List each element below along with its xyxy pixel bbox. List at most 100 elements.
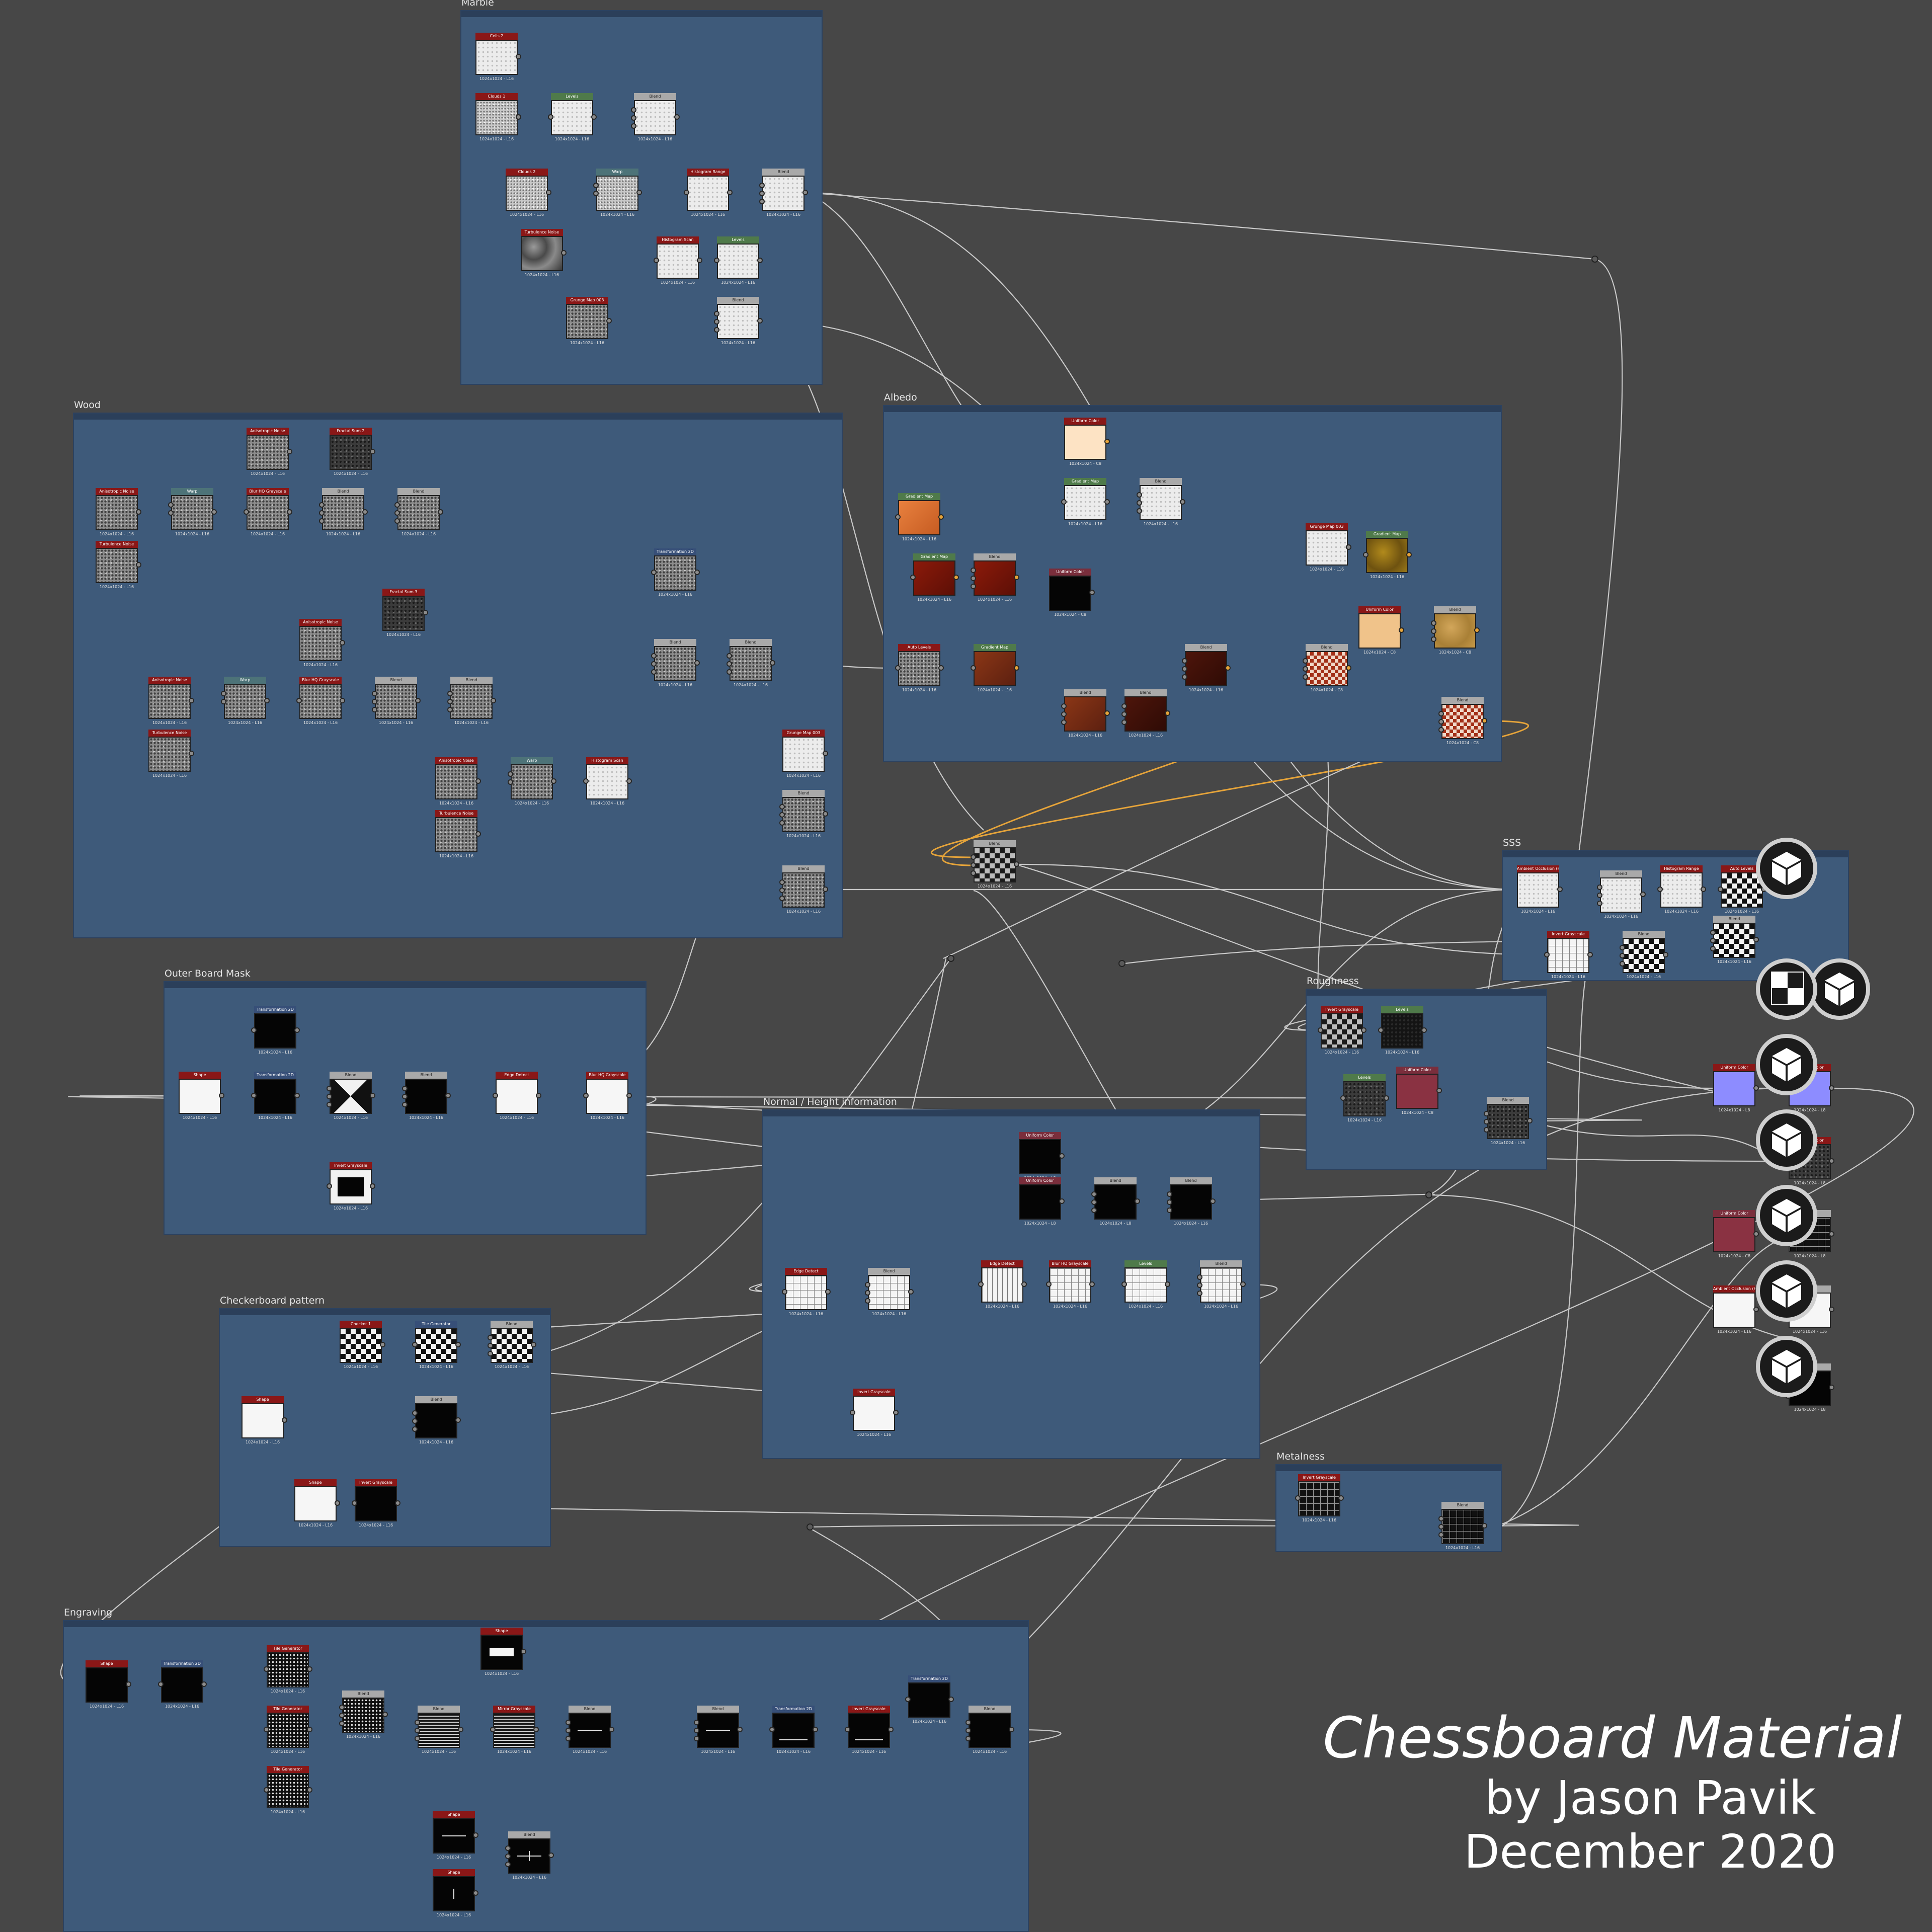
input-port[interactable]: [905, 1697, 911, 1702]
input-port[interactable]: [1438, 1524, 1444, 1530]
input-port[interactable]: [684, 190, 689, 195]
output-port[interactable]: [126, 1681, 131, 1687]
connection-wire[interactable]: [540, 958, 951, 1354]
output-port[interactable]: [455, 1342, 461, 1347]
input-port[interactable]: [412, 1342, 418, 1347]
input-port[interactable]: [412, 1410, 418, 1416]
frame-header-bar[interactable]: [220, 1309, 550, 1315]
output-port[interactable]: [938, 665, 944, 671]
input-port[interactable]: [251, 1027, 257, 1033]
input-port[interactable]: [415, 1736, 420, 1741]
frame-header-bar[interactable]: [1276, 1465, 1501, 1471]
input-port[interactable]: [1431, 628, 1436, 634]
output-port[interactable]: [340, 698, 345, 703]
input-port[interactable]: [1182, 674, 1187, 680]
output-port[interactable]: [415, 698, 421, 703]
output-port[interactable]: [757, 258, 763, 263]
input-port[interactable]: [221, 699, 226, 704]
output-port[interactable]: [591, 114, 597, 120]
output-port[interactable]: [1829, 1307, 1834, 1312]
input-port[interactable]: [971, 568, 976, 573]
output-port[interactable]: [757, 318, 763, 324]
output-port[interactable]: [1346, 665, 1351, 671]
output-port[interactable]: [802, 190, 808, 195]
input-port[interactable]: [1620, 953, 1625, 958]
output-port[interactable]: [1384, 1095, 1389, 1101]
input-port[interactable]: [372, 707, 377, 712]
output-port[interactable]: [606, 318, 612, 324]
output-port[interactable]: [1135, 1198, 1140, 1204]
input-port[interactable]: [490, 1727, 496, 1732]
output-port[interactable]: [737, 1727, 743, 1732]
input-port[interactable]: [782, 1289, 787, 1295]
output-badge[interactable]: [1809, 958, 1870, 1020]
output-port[interactable]: [1753, 1307, 1759, 1312]
frame-header-bar[interactable]: [884, 406, 1501, 412]
input-port[interactable]: [694, 1728, 699, 1733]
input-port[interactable]: [566, 1736, 571, 1741]
output-badge[interactable]: [1756, 1185, 1817, 1246]
output-port[interactable]: [136, 562, 141, 568]
output-port[interactable]: [370, 1093, 375, 1098]
output-port[interactable]: [1482, 718, 1487, 723]
input-port[interactable]: [548, 114, 553, 120]
input-port[interactable]: [566, 1720, 571, 1725]
input-port[interactable]: [651, 653, 657, 659]
input-port[interactable]: [394, 502, 400, 508]
output-port[interactable]: [382, 1712, 388, 1717]
input-port[interactable]: [352, 1500, 357, 1506]
output-port[interactable]: [813, 1727, 818, 1732]
input-port[interactable]: [1137, 500, 1142, 506]
output-port[interactable]: [1587, 952, 1593, 957]
input-port[interactable]: [714, 327, 719, 333]
input-port[interactable]: [1167, 1199, 1172, 1205]
output-port[interactable]: [516, 114, 521, 120]
output-port[interactable]: [307, 1727, 312, 1732]
input-port[interactable]: [372, 691, 377, 696]
output-port[interactable]: [533, 1727, 539, 1732]
input-port[interactable]: [727, 669, 732, 675]
output-port[interactable]: [1165, 710, 1170, 716]
input-port[interactable]: [1710, 930, 1716, 935]
input-port[interactable]: [168, 502, 174, 508]
output-port[interactable]: [287, 509, 292, 515]
input-port[interactable]: [327, 1094, 332, 1099]
input-port[interactable]: [727, 661, 732, 667]
input-port[interactable]: [488, 1335, 493, 1340]
output-port[interactable]: [1640, 892, 1646, 897]
output-port[interactable]: [362, 509, 368, 515]
input-port[interactable]: [1431, 636, 1436, 642]
output-badge[interactable]: [1756, 1260, 1817, 1322]
output-port[interactable]: [1421, 1027, 1427, 1033]
input-port[interactable]: [319, 518, 325, 524]
output-port[interactable]: [674, 114, 680, 120]
output-port[interactable]: [694, 660, 700, 666]
output-port[interactable]: [475, 831, 481, 837]
relay-dot[interactable]: [1425, 1191, 1432, 1198]
input-port[interactable]: [1710, 938, 1716, 943]
